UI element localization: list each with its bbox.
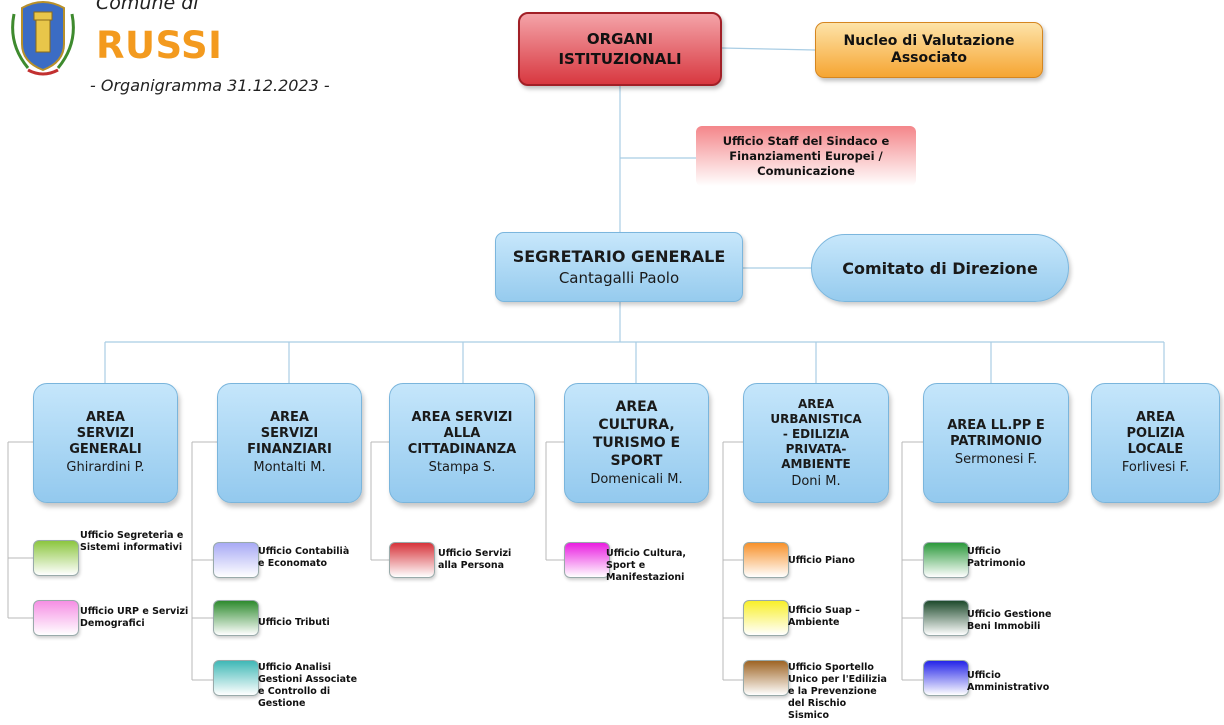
office-label: Ufficio Patrimonio — [967, 546, 1026, 569]
office-color-swatch — [923, 600, 969, 636]
office-color-swatch — [923, 660, 969, 696]
area-box-servizi-generali[interactable]: AREA SERVIZI GENERALI Ghirardini P. — [33, 383, 178, 503]
area-title: AREA SERVIZI FINANZIARI — [247, 410, 332, 457]
office-label: Ufficio Servizi alla Persona — [438, 548, 512, 571]
office-label: Ufficio Segreteria e Sistemi informativi — [80, 530, 184, 553]
area-head: Domenicali M. — [590, 472, 683, 487]
organi-label: ORGANI ISTITUZIONALI — [558, 30, 682, 68]
organi-nucleo-line — [721, 47, 816, 51]
area-head: Forlivesi F. — [1121, 460, 1190, 475]
comitato-label: Comitato di Direzione — [842, 258, 1038, 278]
office-color-swatch — [743, 660, 789, 696]
area-title: AREA LL.PP E PATRIMONIO — [947, 418, 1045, 449]
ufficio-staff-box[interactable]: Ufficio Staff del Sindaco e Finanziament… — [696, 126, 916, 186]
office-label: Ufficio Sportello Unico per l'Edilizia e… — [788, 662, 887, 721]
area-title: AREA SERVIZI GENERALI — [69, 410, 142, 457]
segretario-title: SEGRETARIO GENERALE — [512, 247, 726, 266]
office-color-swatch — [213, 600, 259, 636]
nucleo-valutazione-box[interactable]: Nucleo di Valutazione Associato — [815, 22, 1043, 78]
comitato-direzione-box[interactable]: Comitato di Direzione — [811, 234, 1069, 302]
comune-label: Comune di — [96, 0, 199, 14]
office-color-swatch — [743, 600, 789, 636]
area-box-urbanistica-edilizia[interactable]: AREA URBANISTICA - EDILIZIA PRIVATA- AMB… — [743, 383, 889, 503]
office-color-swatch — [213, 660, 259, 696]
nucleo-label: Nucleo di Valutazione Associato — [843, 33, 1015, 66]
area-title: AREA CULTURA, TURISMO E SPORT — [592, 399, 681, 469]
office-color-swatch — [743, 542, 789, 578]
segretario-generale-box[interactable]: SEGRETARIO GENERALE Cantagalli Paolo — [495, 232, 743, 302]
area-box-servizi-finanziari[interactable]: AREA SERVIZI FINANZIARI Montalti M. — [217, 383, 362, 503]
area-head: Sermonesi F. — [954, 452, 1038, 467]
office-color-swatch — [33, 540, 79, 576]
office-label: Ufficio Amministrativo — [967, 670, 1050, 693]
area-head: Stampa S. — [428, 460, 496, 475]
area-head: Montalti M. — [253, 460, 326, 475]
office-color-swatch — [213, 542, 259, 578]
area-head: Doni M. — [791, 473, 841, 489]
office-label: Ufficio Analisi Gestioni Associate e Con… — [258, 662, 358, 709]
area-title: AREA URBANISTICA - EDILIZIA PRIVATA- AMB… — [770, 396, 862, 471]
office-color-swatch — [923, 542, 969, 578]
office-color-swatch — [33, 600, 79, 636]
office-color-swatch — [389, 542, 435, 578]
office-label: Ufficio Suap – Ambiente — [788, 605, 860, 628]
office-label: Ufficio Contabilià e Economato — [258, 546, 350, 569]
area-box-cultura-turismo-sport[interactable]: AREA CULTURA, TURISMO E SPORT Domenicali… — [564, 383, 709, 503]
chart-subtitle: - Organigramma 31.12.2023 - — [90, 76, 330, 95]
area-box-llpp-patrimonio[interactable]: AREA LL.PP E PATRIMONIO Sermonesi F. — [923, 383, 1069, 503]
area-title: AREA POLIZIA LOCALE — [1126, 410, 1185, 457]
area-head: Ghirardini P. — [66, 460, 145, 475]
office-label: Ufficio Cultura, Sport e Manifestazioni — [606, 548, 687, 583]
area-title: AREA SERVIZI ALLA CITTADINANZA — [407, 410, 517, 457]
office-label: Ufficio URP e Servizi Demografici — [80, 606, 189, 629]
area-box-polizia-locale[interactable]: AREA POLIZIA LOCALE Forlivesi F. — [1091, 383, 1220, 503]
organi-istituzionali-box[interactable]: ORGANI ISTITUZIONALI — [518, 12, 722, 86]
office-label: Ufficio Gestione Beni Immobili — [967, 609, 1052, 632]
area-box-servizi-cittadinanza[interactable]: AREA SERVIZI ALLA CITTADINANZA Stampa S. — [389, 383, 535, 503]
staff-label: Ufficio Staff del Sindaco e Finanziament… — [722, 133, 890, 178]
office-label: Ufficio Piano — [788, 555, 855, 566]
office-label: Ufficio Tributi — [258, 617, 330, 628]
coat-of-arms-icon — [11, 1, 75, 76]
city-name: RUSSI — [96, 24, 223, 67]
office-color-swatch — [564, 542, 610, 578]
segretario-name: Cantagalli Paolo — [558, 269, 680, 287]
